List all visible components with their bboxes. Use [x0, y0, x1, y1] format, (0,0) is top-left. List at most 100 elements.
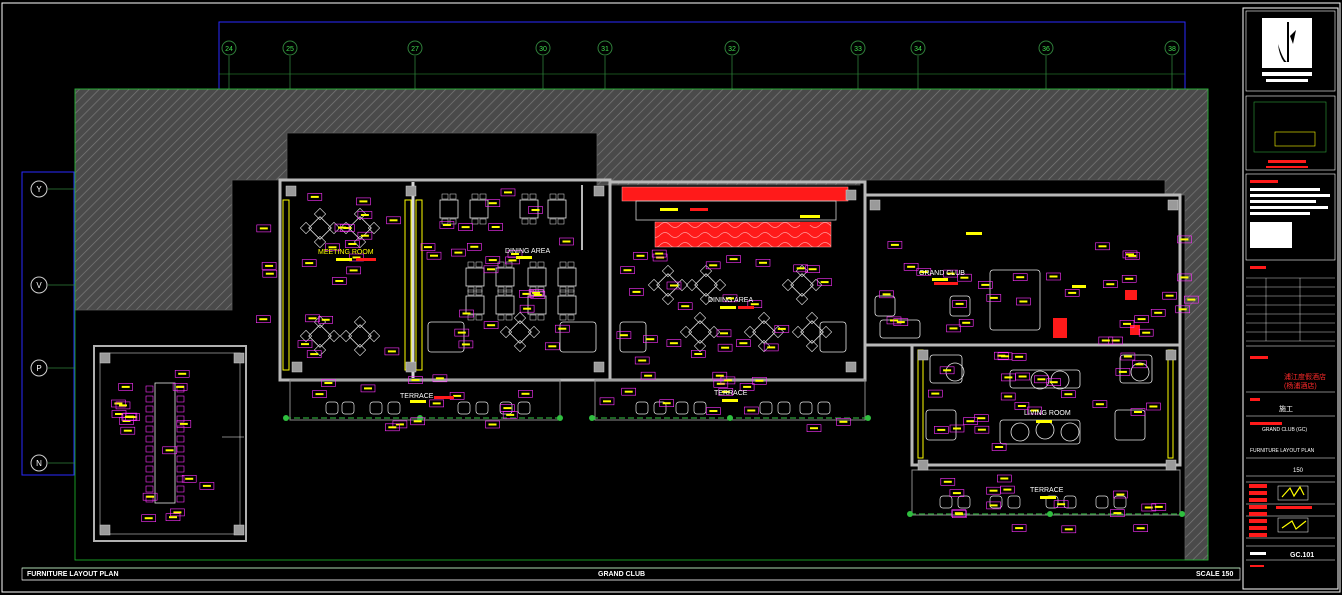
tag-text-mark	[1113, 512, 1122, 515]
tag-text-mark	[121, 385, 130, 388]
notes-frame	[1245, 173, 1336, 261]
tag-frame	[943, 269, 958, 278]
chair-diamond	[647, 278, 661, 292]
chair-square	[557, 193, 565, 200]
label-bar	[934, 282, 958, 285]
chair-square	[559, 289, 567, 296]
tag-text-mark	[523, 307, 532, 310]
tag-text-mark	[360, 214, 369, 216]
table-diamond	[348, 216, 372, 240]
tag-text-mark	[669, 342, 678, 345]
tag-frame	[432, 374, 448, 383]
table-square	[527, 267, 547, 287]
chair-square	[549, 193, 557, 200]
key-plan-frame	[1245, 95, 1336, 171]
tag-frame	[331, 277, 347, 285]
red-accent-3	[1130, 325, 1140, 335]
sofa	[1009, 369, 1081, 389]
label-bar	[690, 208, 708, 211]
tag-text-mark	[709, 264, 718, 267]
grid-label-32: 32	[728, 46, 736, 53]
round-table	[1030, 370, 1050, 390]
grid-label-25: 25	[286, 46, 294, 53]
logo-frame	[1245, 10, 1336, 92]
tag-text-mark	[389, 219, 398, 222]
tag-text-mark	[954, 512, 963, 515]
chair-square	[559, 286, 567, 293]
tag-text-mark	[1016, 276, 1025, 279]
room-label-terrace-2: TERRACE	[714, 390, 748, 397]
chair-square	[529, 314, 537, 321]
chair-square	[497, 314, 505, 321]
tag-frame	[1120, 352, 1136, 361]
annex-chair-l	[145, 485, 154, 493]
tag-text-mark	[1144, 506, 1153, 509]
chair-square	[529, 193, 537, 200]
tag-frame	[726, 255, 741, 263]
tag-text-mark	[989, 489, 998, 492]
chair-square	[449, 193, 457, 200]
tag-text-mark	[1154, 505, 1163, 508]
table-square	[469, 199, 489, 219]
table-square	[557, 267, 577, 287]
key-plan-red	[1268, 160, 1306, 163]
tag-frame	[485, 199, 501, 207]
planter	[557, 415, 563, 421]
tag-frame	[544, 342, 560, 351]
grid-label-N: N	[36, 459, 42, 468]
column	[233, 524, 245, 536]
tag-frame	[716, 329, 732, 338]
tag-text-mark	[603, 400, 611, 403]
tag-frame	[620, 266, 635, 275]
sofa	[619, 321, 647, 353]
red-accent-1	[1053, 318, 1067, 338]
tag-frame	[334, 223, 350, 232]
sofa	[879, 319, 921, 339]
building-wall-living	[910, 343, 1182, 467]
tag-text-mark	[1017, 405, 1026, 407]
chair-diamond	[699, 264, 713, 278]
tag-frame	[1098, 336, 1114, 345]
grid-bubble-24	[221, 40, 237, 56]
tag-frame	[519, 304, 535, 313]
chair-diamond	[805, 311, 819, 325]
annex-chair-r	[176, 485, 185, 493]
left-axis-frame	[21, 171, 75, 476]
tag-text-mark	[511, 253, 519, 255]
tag-frame	[621, 387, 637, 396]
room-label-meeting: MEETING ROOM	[318, 249, 374, 256]
tag-frame	[977, 281, 993, 289]
sofa	[559, 321, 597, 353]
tag-text-mark	[430, 254, 438, 257]
chair-square	[559, 314, 567, 321]
label-bars	[336, 208, 1086, 499]
red-kitchen-counter	[654, 221, 832, 248]
terrace-chair	[1113, 495, 1127, 509]
tag-text-mark	[721, 346, 730, 349]
tag-frame	[677, 302, 693, 311]
tag-frame	[739, 383, 755, 391]
tag-text-mark	[619, 334, 628, 337]
tb-red-cell	[1249, 498, 1267, 502]
grid-label-31: 31	[601, 46, 609, 53]
tag-frame	[659, 399, 675, 408]
planter	[589, 415, 595, 421]
chair-square	[467, 261, 475, 268]
footer-frame	[21, 567, 1241, 581]
chair-square	[467, 314, 475, 321]
tag-text-mark	[562, 240, 571, 243]
tag-frame	[1027, 406, 1042, 415]
yellow-wall-5	[1167, 349, 1174, 459]
label-bar	[336, 258, 352, 261]
tag-frame	[256, 224, 272, 233]
room-label-living: LIVING ROOM	[1024, 410, 1071, 417]
tb-red-cell	[1249, 505, 1267, 509]
chair-square	[505, 286, 513, 293]
tag-frame	[1046, 378, 1061, 387]
tag-frame	[973, 414, 989, 423]
tag-frame	[1177, 273, 1192, 282]
column	[99, 352, 111, 364]
chair-diamond	[757, 339, 771, 353]
tag-frame	[722, 294, 738, 303]
